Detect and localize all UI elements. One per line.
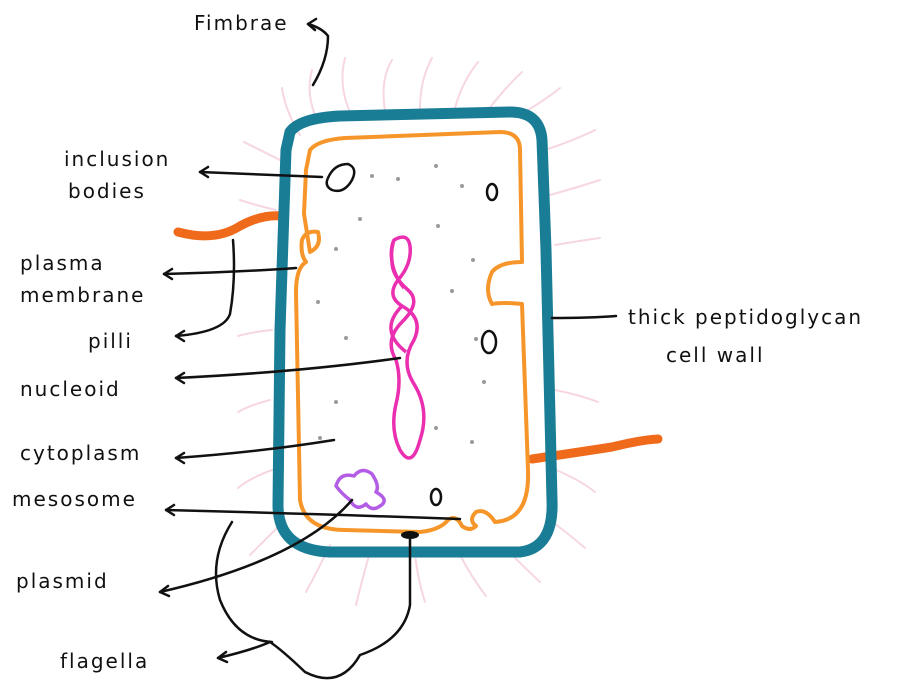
nucleoid xyxy=(391,237,424,458)
label-pilli: pilli xyxy=(88,329,133,353)
label-plasma-membrane-line2: membrane xyxy=(20,283,145,307)
label-plasma-membrane-line1: plasma xyxy=(20,251,105,275)
label-cell-wall-line1: thick peptidoglycan xyxy=(628,305,863,329)
label-mesosome: mesosome xyxy=(12,487,137,511)
label-cell-wall-line2: cell wall xyxy=(666,343,765,367)
label-cytoplasm: cytoplasm xyxy=(20,441,141,465)
label-flagella: flagella xyxy=(60,649,149,673)
label-inclusion-bodies-line1: inclusion xyxy=(64,147,170,171)
label-fimbrae: Fimbrae xyxy=(194,11,289,35)
label-plasmid: plasmid xyxy=(16,569,109,593)
inclusion-bodies xyxy=(327,164,497,505)
label-inclusion-bodies-line2: bodies xyxy=(68,179,146,203)
plasmid xyxy=(336,470,384,508)
label-nucleoid: nucleoid xyxy=(20,377,121,401)
pili xyxy=(178,216,282,236)
